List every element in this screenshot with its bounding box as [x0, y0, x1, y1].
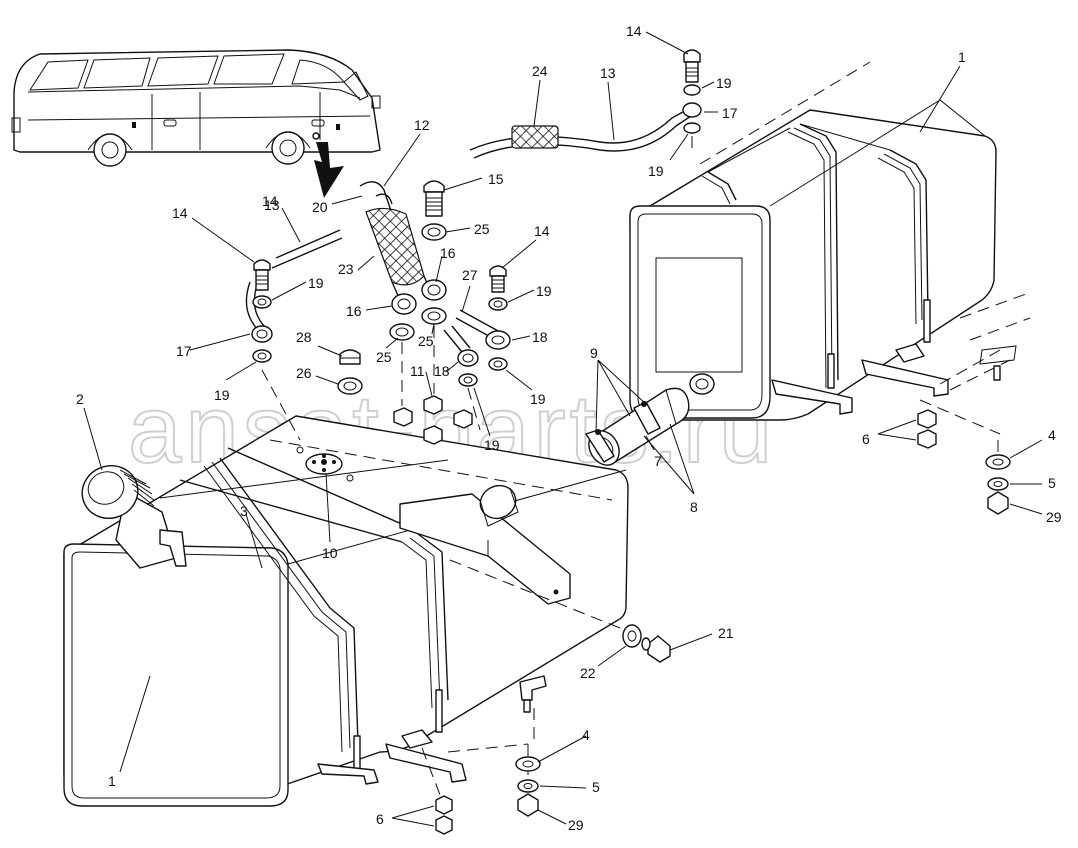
- mounting-hardware: [435, 409, 1011, 835]
- callout-label: 19: [308, 275, 324, 291]
- callout-label: 14: [534, 223, 550, 239]
- callout-label: 12: [414, 117, 430, 133]
- callout-label: 4: [582, 727, 590, 743]
- callout-label: 2: [76, 391, 84, 407]
- callout-label: 25: [376, 349, 392, 365]
- callout-label: 21: [718, 625, 734, 641]
- callout-label: 10: [322, 545, 338, 561]
- tank-connector-pipe: [585, 387, 690, 466]
- leader-lines: [83, 31, 1043, 827]
- callout-label: 4: [1048, 427, 1056, 443]
- callout-label: 23: [338, 261, 354, 277]
- callout-label: 26: [296, 365, 312, 381]
- right-fuel-tank: [629, 61, 1031, 435]
- left-fuel-tank: [63, 415, 629, 807]
- callout-label: 6: [862, 431, 870, 447]
- callout-label: 5: [1048, 475, 1056, 491]
- callout-label: 13: [264, 197, 280, 213]
- callout-label: 19: [716, 75, 732, 91]
- callout-label: 19: [536, 283, 552, 299]
- callout-label: 19: [484, 437, 500, 453]
- callout-label: 16: [440, 245, 456, 261]
- callout-label: 14: [172, 205, 188, 221]
- callout-label: 27: [462, 267, 478, 283]
- callout-label: 29: [568, 817, 584, 833]
- callout-label: 22: [580, 665, 596, 681]
- hose-assembly-left: [245, 229, 363, 441]
- callout-label: 25: [474, 221, 490, 237]
- callout-label: 14: [262, 193, 278, 209]
- callout-label: 17: [722, 105, 738, 121]
- hose-assembly-center: [269, 180, 613, 501]
- callout-label: 5: [592, 779, 600, 795]
- hose-assembly-top: [469, 49, 702, 159]
- callout-label: 13: [600, 65, 616, 81]
- callout-label: 28: [296, 329, 312, 345]
- callout-label: 7: [654, 453, 662, 469]
- callout-labels: 14 19 17 19 1 24 13 12 20 15 25 16 23 16…: [76, 23, 1062, 833]
- callout-label: 25: [418, 333, 434, 349]
- callout-label: 19: [530, 391, 546, 407]
- callout-label: 19: [648, 163, 664, 179]
- callout-label: 3: [240, 503, 248, 519]
- callout-label: 18: [532, 329, 548, 345]
- callout-label: 1: [958, 49, 966, 65]
- callout-label: 9: [590, 345, 598, 361]
- callout-label: 24: [532, 63, 548, 79]
- callout-label: 6: [376, 811, 384, 827]
- callout-label: 16: [346, 303, 362, 319]
- callout-label: 17: [176, 343, 192, 359]
- callout-label: 29: [1046, 509, 1062, 525]
- callout-label: 8: [690, 499, 698, 515]
- callout-label: 18: [434, 363, 450, 379]
- callout-label: 11: [410, 363, 425, 379]
- callout-label: 14: [626, 23, 642, 39]
- callout-label: 1: [108, 773, 116, 789]
- callout-label: 19: [214, 387, 230, 403]
- callout-label: 20: [312, 199, 328, 215]
- bus-illustration: [11, 49, 381, 198]
- callout-label: 15: [488, 171, 504, 187]
